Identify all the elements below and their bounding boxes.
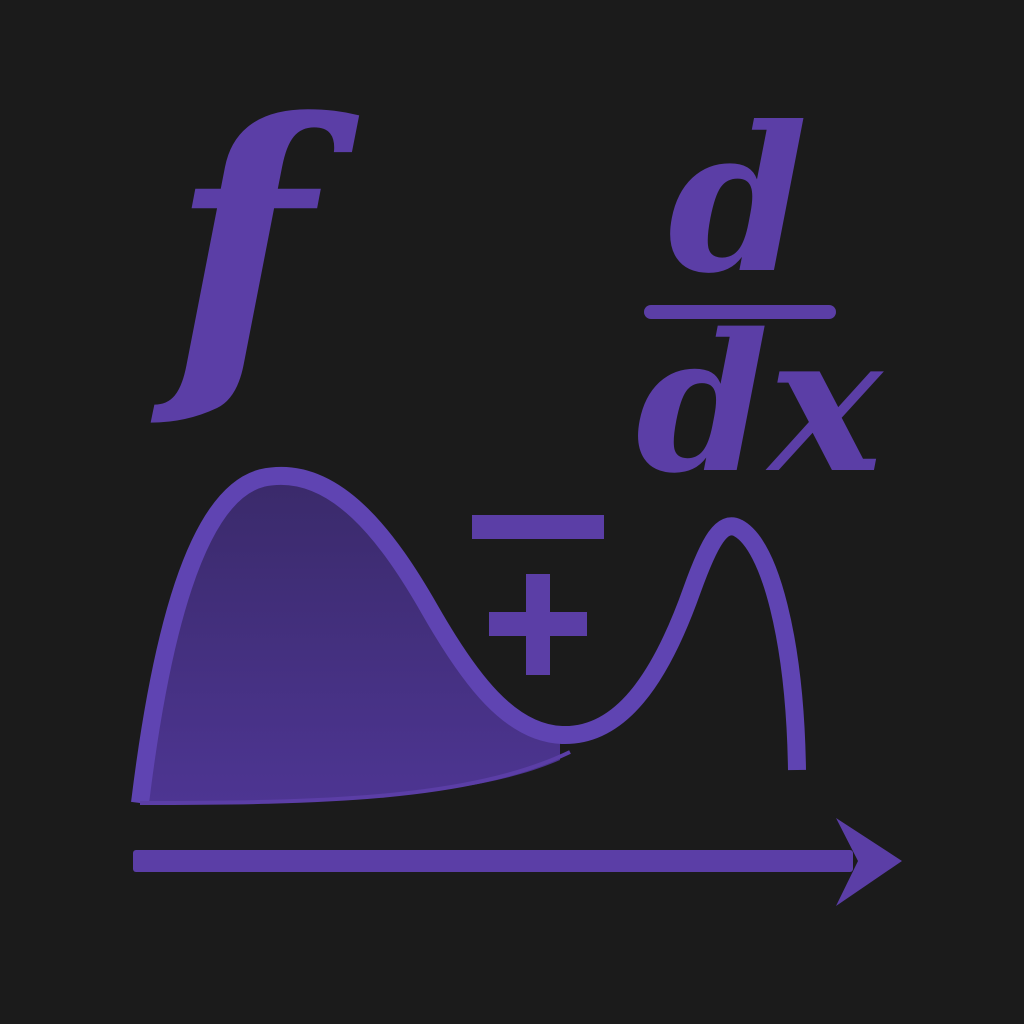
area-baseline: [139, 750, 571, 805]
minus-plus-icon: [472, 515, 604, 675]
derivative-numerator: d: [668, 83, 808, 318]
function-curve: [131, 467, 806, 805]
x-axis-arrow-icon: [133, 818, 902, 906]
function-symbol: f: [149, 50, 360, 438]
area-under-curve: [140, 475, 560, 803]
fraction-bar: [644, 305, 836, 319]
derivative-denominator: dx: [636, 292, 885, 515]
